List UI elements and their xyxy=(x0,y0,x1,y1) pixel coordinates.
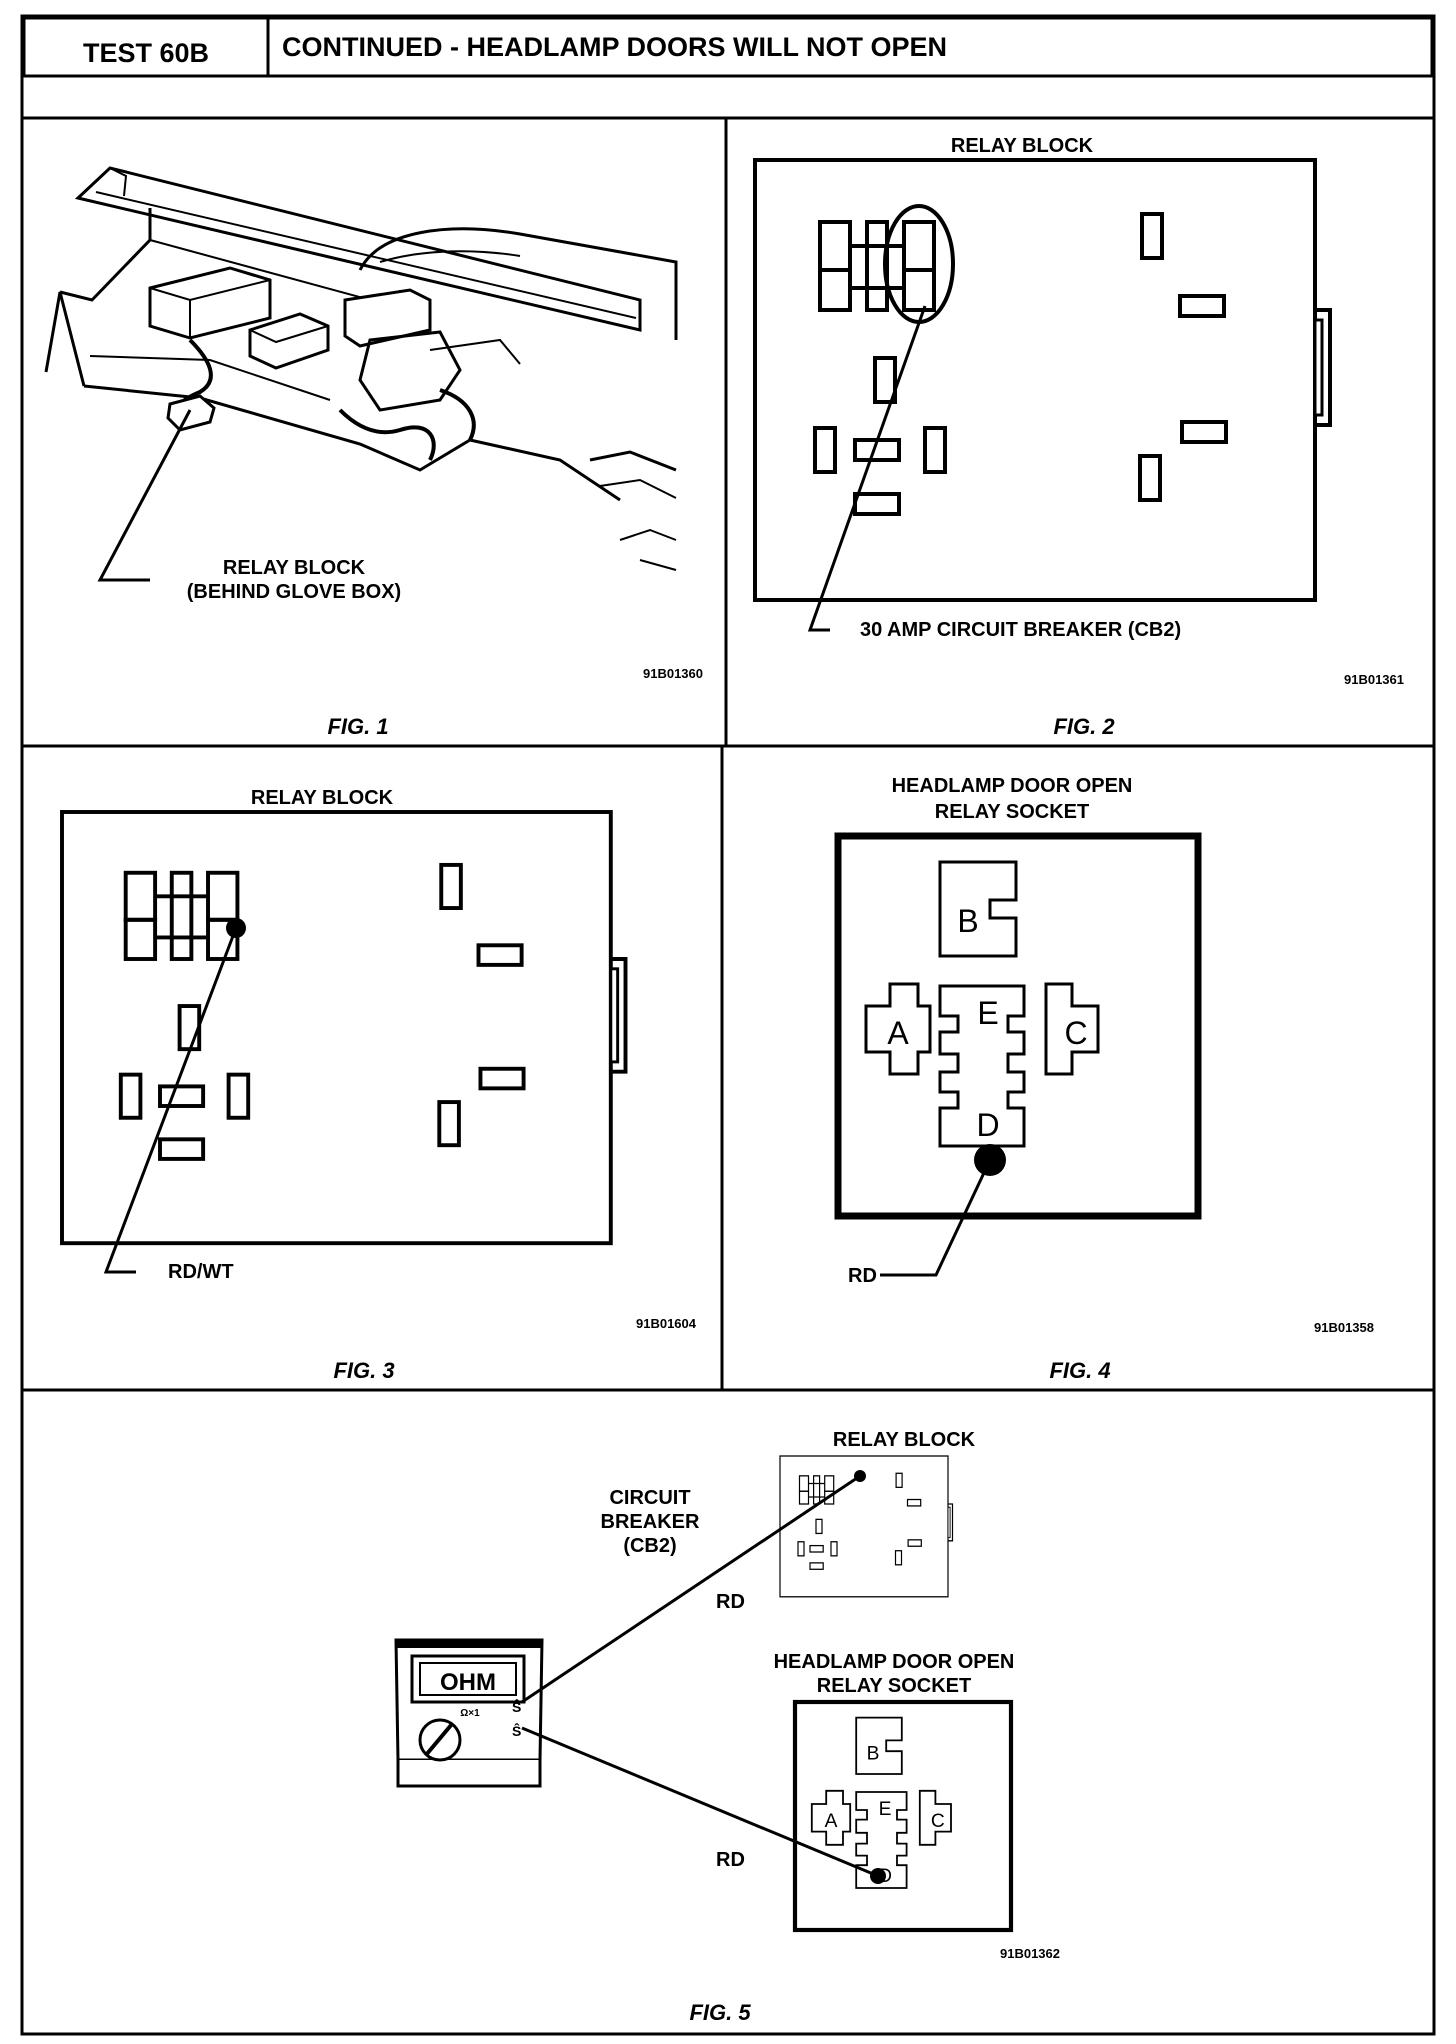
fig5-meter-jack-bottom-icon: Ŝ xyxy=(512,1722,521,1739)
fig5-pin-b: B xyxy=(867,1744,880,1765)
fig5-meter-jack-top-icon: Ŝ xyxy=(512,1698,521,1715)
fig1-code: 91B01360 xyxy=(643,666,703,681)
fig5-lead-bottom xyxy=(521,1726,879,1878)
fig5-pin-e: E xyxy=(879,1799,892,1820)
fig1-callout-line1: RELAY BLOCK xyxy=(223,557,366,579)
fig5-breaker-label-line1: CIRCUIT xyxy=(609,1487,690,1509)
fig5-socket-title-line2: RELAY SOCKET xyxy=(817,1675,971,1697)
fig5-relay-block-title: RELAY BLOCK xyxy=(833,1429,976,1451)
fig4-title-line1: HEADLAMP DOOR OPEN xyxy=(892,775,1133,797)
fig3-title: RELAY BLOCK xyxy=(251,787,394,809)
fig4-caption: FIG. 4 xyxy=(1049,1358,1110,1383)
fig3-relay-block xyxy=(60,810,628,1246)
fig5-lead-top xyxy=(521,1474,861,1704)
fig5-meter-range: Ω×1 xyxy=(460,1708,480,1719)
header: TEST 60B CONTINUED - HEADLAMP DOORS WILL… xyxy=(22,16,1434,78)
fig1-dashboard-illustration xyxy=(44,166,678,582)
fig4-pin-e: E xyxy=(977,995,998,1031)
fig5-pin-c: C xyxy=(931,1811,945,1832)
fig1-callout-line2: (BEHIND GLOVE BOX) xyxy=(187,581,401,603)
fig3-callout-leader xyxy=(103,927,238,1274)
fig4-title-line2: RELAY SOCKET xyxy=(935,801,1089,823)
fig4-callout: RD xyxy=(848,1265,877,1287)
fig4-pin-c: C xyxy=(1064,1015,1087,1051)
fig5-breaker-label-line3: (CB2) xyxy=(623,1535,676,1557)
page-frame xyxy=(20,14,1436,2036)
fig4-relay-socket: A B C D E xyxy=(838,836,1198,1216)
fig2-callout: 30 AMP CIRCUIT BREAKER (CB2) xyxy=(860,619,1181,641)
fig5-caption: FIG. 5 xyxy=(689,2000,751,2025)
fig3-callout: RD/WT xyxy=(168,1261,234,1283)
fig5-socket-title-line1: HEADLAMP DOOR OPEN xyxy=(774,1651,1015,1673)
fig5-wire-bottom: RD xyxy=(716,1849,745,1871)
fig5-probe-cb2 xyxy=(854,1470,866,1482)
fig2-title: RELAY BLOCK xyxy=(951,135,1094,157)
fig1-caption: FIG. 1 xyxy=(327,714,388,739)
fig4-pin-b: B xyxy=(957,903,978,939)
fig5-breaker-label-line2: BREAKER xyxy=(601,1511,700,1533)
fig2-code: 91B01361 xyxy=(1344,672,1404,687)
fig5-ohmmeter: OHM Ω×1 Ŝ Ŝ xyxy=(394,1638,544,1788)
fig5-meter-display: OHM xyxy=(440,1669,496,1696)
fig4-code: 91B01358 xyxy=(1314,1320,1374,1335)
fig5-relay-socket: A B C D E xyxy=(795,1702,1011,1930)
fig2-caption: FIG. 2 xyxy=(1053,714,1115,739)
page-title: CONTINUED - HEADLAMP DOORS WILL NOT OPEN xyxy=(282,32,947,62)
fig2-relay-block xyxy=(753,158,1332,602)
fig5-relay-block xyxy=(779,1455,954,1598)
fig4-callout-leader xyxy=(880,1159,992,1277)
fig5-pin-a: A xyxy=(825,1811,838,1832)
fig5-probe-pin-d xyxy=(870,1868,886,1884)
fig5-code: 91B01362 xyxy=(1000,1946,1060,1961)
fig3-caption: FIG. 3 xyxy=(333,1358,394,1383)
fig3-code: 91B01604 xyxy=(636,1316,697,1331)
fig5-wire-top: RD xyxy=(716,1591,745,1613)
test-id: TEST 60B xyxy=(83,38,209,68)
fig4-pin-d: D xyxy=(976,1107,999,1143)
fig4-pin-a: A xyxy=(887,1015,909,1051)
fig2-callout-leader xyxy=(807,305,927,632)
